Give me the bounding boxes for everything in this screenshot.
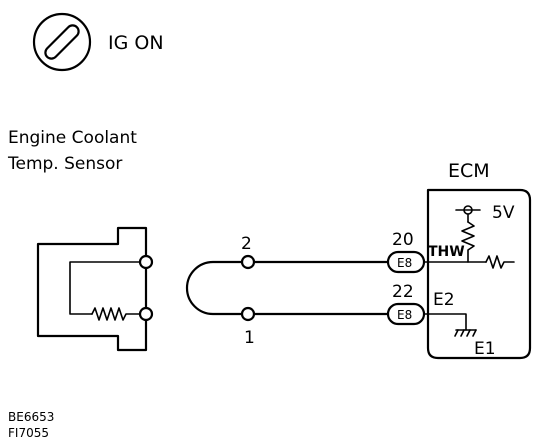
e2-pin-number: 22 (392, 282, 414, 302)
ecm-box (426, 188, 532, 360)
figure-code-1: BE6653 (8, 410, 54, 424)
harness-pin-2 (240, 254, 256, 270)
thw-label: THW (428, 244, 465, 260)
ignition-key-icon (32, 12, 92, 72)
supply-label: 5V (492, 203, 515, 223)
harness-pin-1 (240, 306, 256, 322)
sensor-pin-bottom (138, 306, 154, 322)
svg-text:E8: E8 (397, 256, 412, 270)
thw-connector-badge: E8 (386, 250, 426, 274)
harness-connector (185, 254, 256, 322)
svg-text:E8: E8 (397, 308, 412, 322)
ground-icon (454, 329, 477, 337)
ground-label: E1 (474, 339, 496, 359)
sensor-connector (36, 226, 154, 352)
e2-connector-badge: E8 (386, 302, 426, 326)
ecm-title: ECM (448, 160, 490, 182)
e2-label: E2 (433, 290, 455, 310)
thw-pin-number: 20 (392, 230, 414, 250)
sensor-pin-top (138, 254, 154, 270)
thw-internal-resistor (485, 255, 515, 269)
sensor-title-line2: Temp. Sensor (7, 154, 122, 174)
ignition-label: IG ON (108, 32, 164, 54)
harness-pin-2-label: 2 (241, 234, 252, 254)
supply-5v (455, 205, 481, 263)
sensor-title-line1: Engine Coolant (8, 128, 137, 148)
figure-code-2: FI7055 (8, 426, 49, 440)
harness-pin-1-label: 1 (244, 328, 255, 348)
